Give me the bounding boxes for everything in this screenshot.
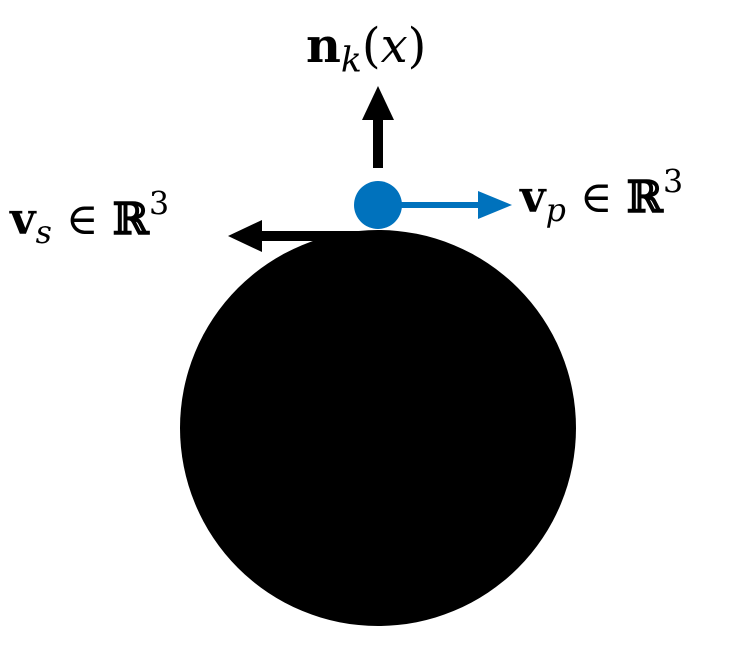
vs-label: vs ∈ ℝ3 — [10, 189, 169, 249]
normal-arrow-head — [362, 86, 394, 120]
normal-label-subscript: k — [340, 40, 362, 81]
normal-label-paren-close: ) — [407, 18, 427, 74]
sphere — [180, 230, 576, 626]
normal-label-symbol: n — [306, 18, 341, 74]
vp-arrow-head — [478, 191, 512, 219]
normal-label: nk(x) — [306, 22, 426, 78]
vp-label-subscript: p — [545, 192, 566, 229]
vp-label-symbol: v — [520, 172, 546, 223]
vs-label-superscript: 3 — [148, 186, 170, 223]
vs-label-element-of: ∈ — [51, 194, 113, 245]
normal-label-paren-open: ( — [361, 18, 381, 74]
vs-label-subscript: s — [35, 214, 52, 251]
vp-label: vp ∈ ℝ3 — [520, 167, 683, 227]
vp-label-superscript: 3 — [662, 164, 684, 201]
vs-arrow-head — [228, 220, 262, 252]
vp-label-field: ℝ — [626, 172, 663, 223]
surface-point — [354, 181, 402, 229]
normal-label-variable: x — [380, 18, 408, 74]
vs-label-symbol: v — [10, 194, 36, 245]
vp-label-element-of: ∈ — [565, 172, 627, 223]
vs-label-field: ℝ — [112, 194, 149, 245]
